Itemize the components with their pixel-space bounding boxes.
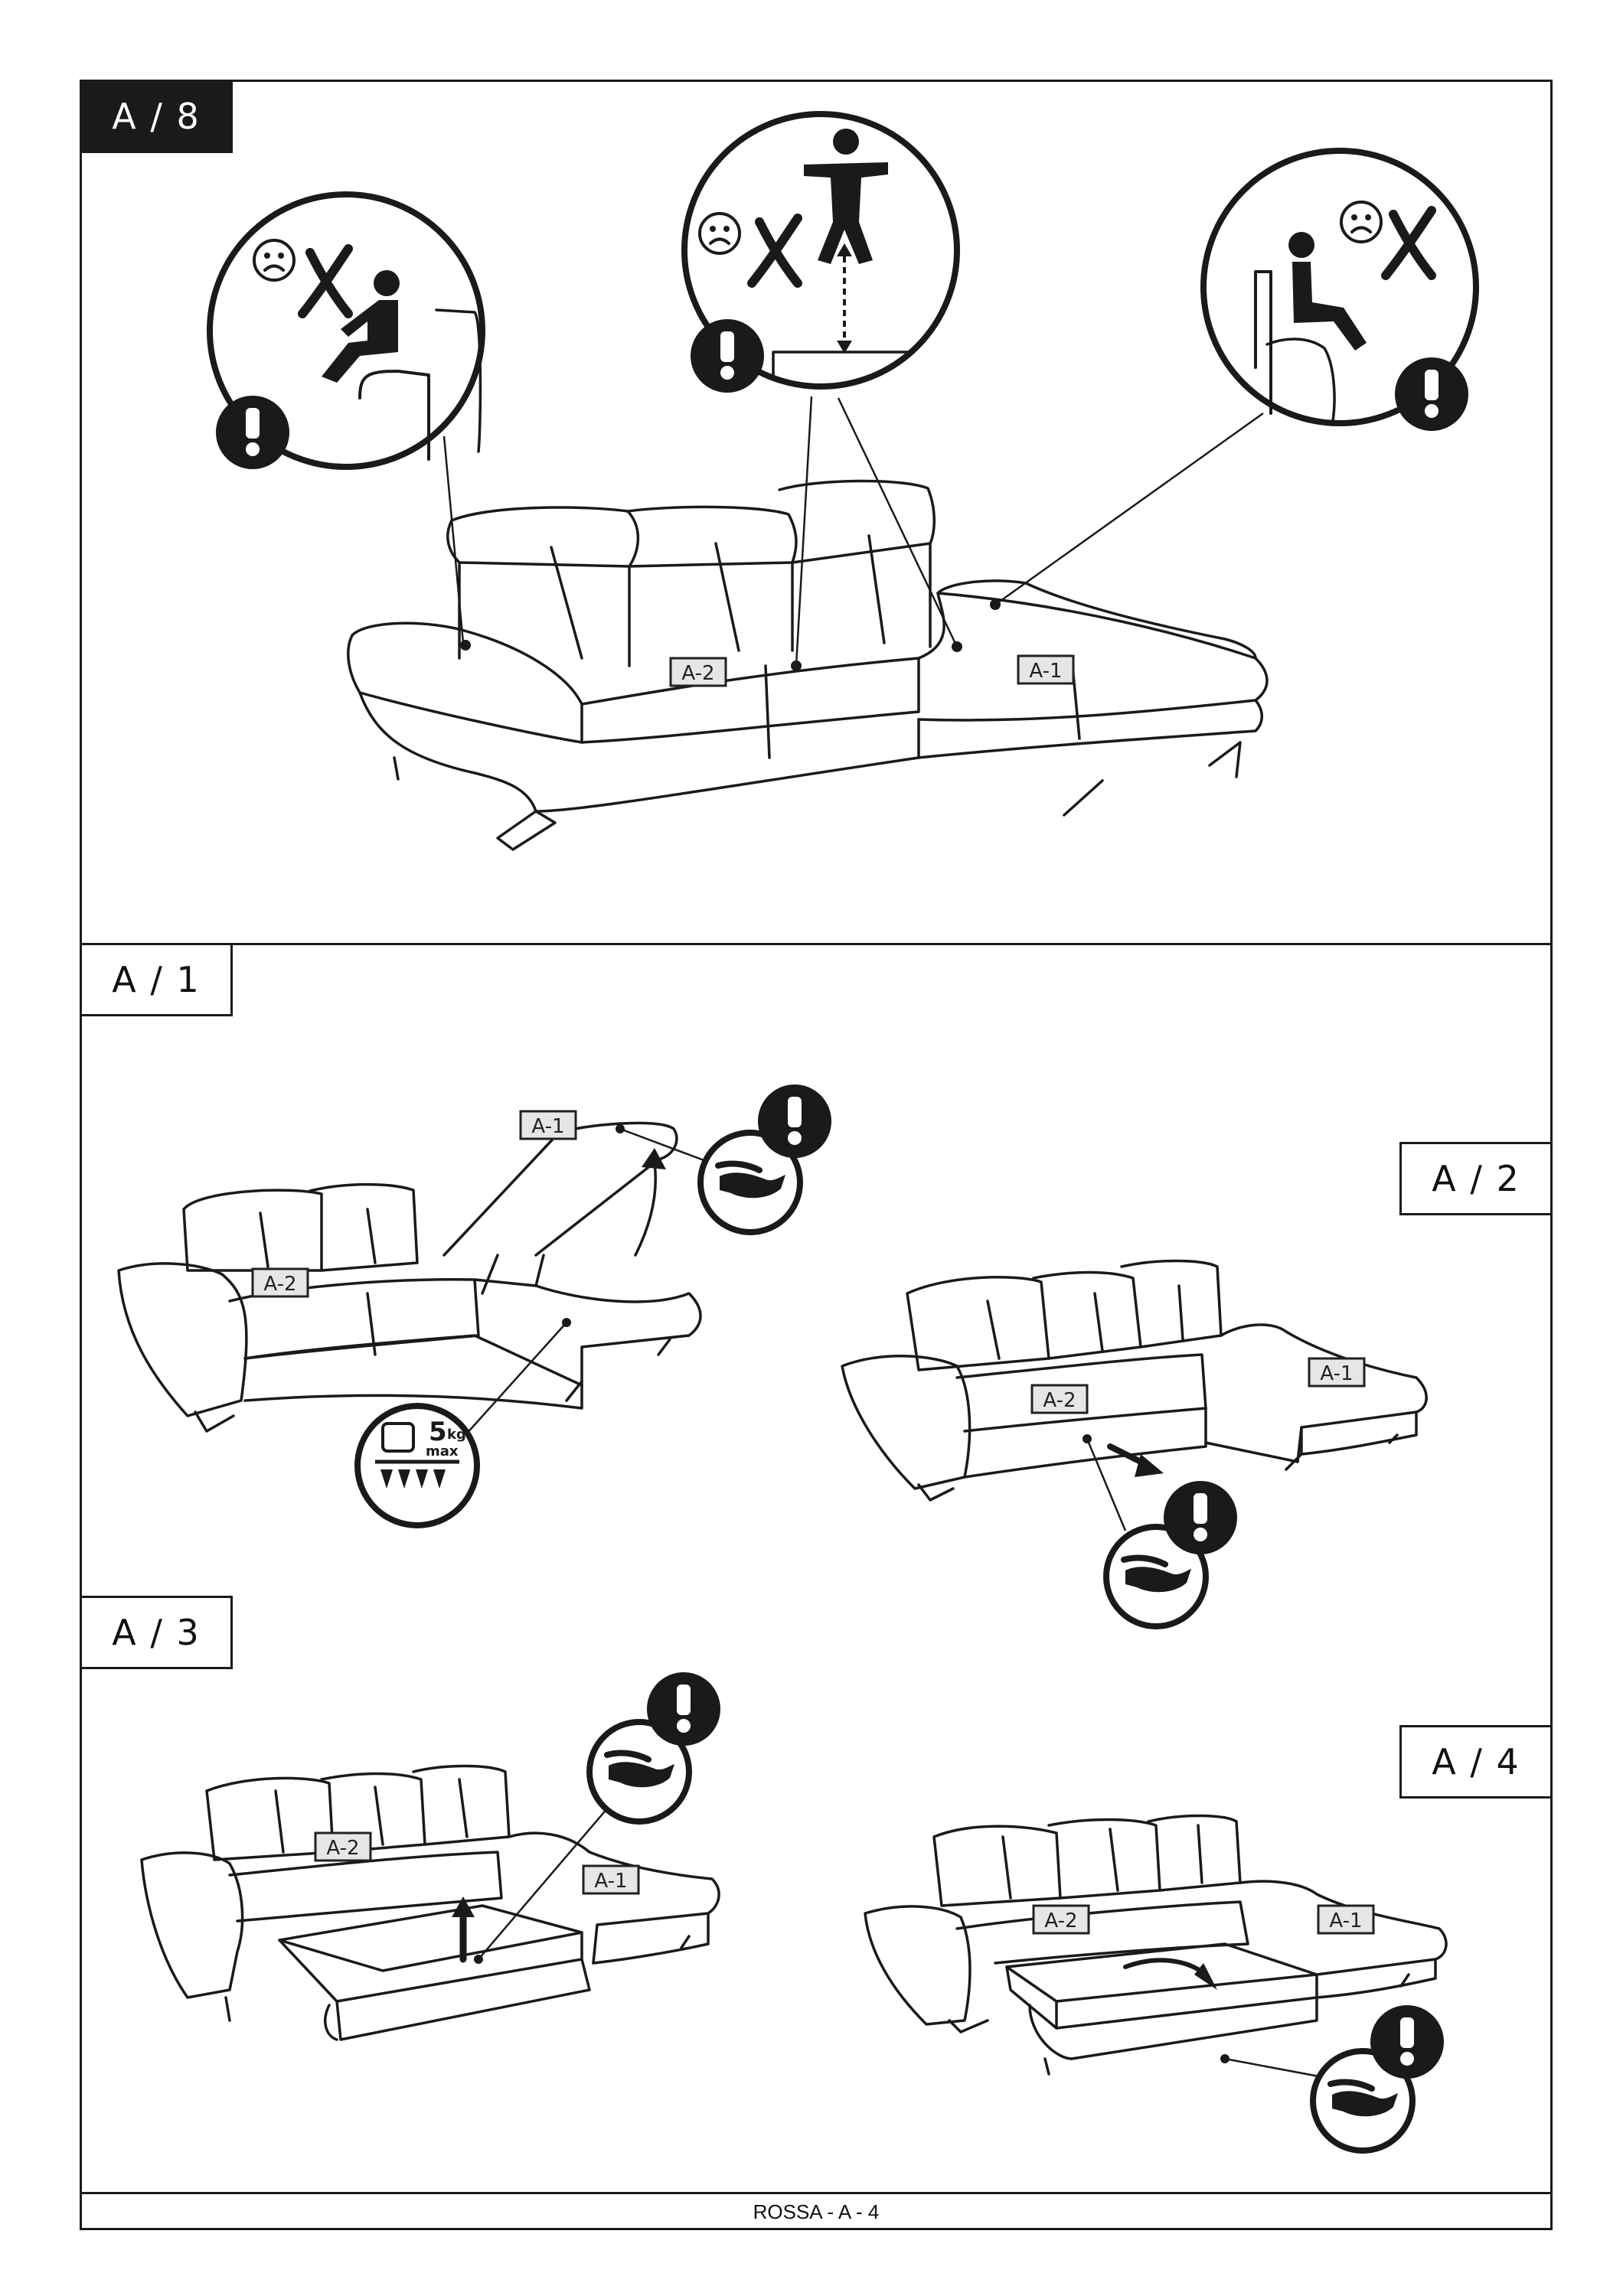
lift-arrow (634, 1162, 658, 1257)
svg-text:max: max (426, 1443, 459, 1459)
weight-icon: 5 kg max (354, 1403, 480, 1528)
tag-a1-a1: A-1 (519, 1110, 577, 1140)
hand-circle-a2 (1103, 1481, 1237, 1629)
tag-a2-main: A-2 (669, 657, 727, 687)
tag-a1-a3: A-1 (582, 1864, 640, 1895)
svg-text:A-2: A-2 (1044, 1910, 1077, 1932)
tag-a2-a4: A-2 (1032, 1904, 1090, 1935)
warning-circle-armrest (207, 191, 485, 470)
page-footer: ROSSA - A - 4 (753, 2200, 880, 2223)
unfold-arrow (1123, 1958, 1208, 1977)
sofa-main-illustration (347, 396, 1269, 851)
tag-a1-a2: A-1 (1308, 1357, 1366, 1388)
hand-circle-a1 (697, 1084, 831, 1235)
arrow-icon (1194, 1963, 1217, 1990)
section-label-a2: A / 2 (1399, 1142, 1553, 1215)
warning-circle-chaise (1200, 148, 1479, 431)
svg-text:A-1: A-1 (1029, 660, 1062, 683)
section-label-a3: A / 3 (80, 1596, 233, 1669)
svg-text:A-2: A-2 (326, 1837, 359, 1860)
warning-circle-jumping (681, 111, 960, 393)
svg-text:A-1: A-1 (1329, 1910, 1362, 1932)
footer-divider (80, 2192, 1553, 2194)
svg-text:A-1: A-1 (531, 1115, 564, 1138)
sofa-a1-illustration (117, 1121, 702, 1433)
tag-a2-a1: A-2 (251, 1267, 309, 1298)
hand-circle-a4 (1310, 2005, 1444, 2154)
section-label-a1: A / 1 (80, 943, 233, 1016)
section-label-a8: A / 8 (80, 80, 233, 153)
sofa-a2-illustration (841, 1259, 1428, 1502)
svg-text:A-2: A-2 (681, 662, 714, 685)
hand-circle-a3 (586, 1672, 720, 1825)
svg-text:5: 5 (429, 1417, 447, 1447)
svg-text:A-1: A-1 (1320, 1362, 1353, 1385)
tag-a2-a3: A-2 (314, 1831, 372, 1862)
section-label-a4: A / 4 (1399, 1725, 1553, 1799)
sofa-a3-illustration (140, 1764, 720, 2041)
section-divider (80, 943, 1553, 945)
svg-text:A-2: A-2 (263, 1273, 296, 1296)
tag-a1-main: A-1 (1017, 654, 1075, 685)
arrow-icon (1135, 1454, 1164, 1477)
tag-a2-a2: A-2 (1030, 1384, 1089, 1414)
svg-text:A-2: A-2 (1043, 1389, 1076, 1412)
tag-a1-a4: A-1 (1317, 1904, 1375, 1935)
arrow-icon (642, 1148, 666, 1169)
sofa-a4-illustration (864, 1814, 1448, 2076)
svg-text:A-1: A-1 (594, 1870, 627, 1893)
svg-text:kg: kg (447, 1427, 466, 1443)
arrow-icon (452, 1896, 475, 1917)
